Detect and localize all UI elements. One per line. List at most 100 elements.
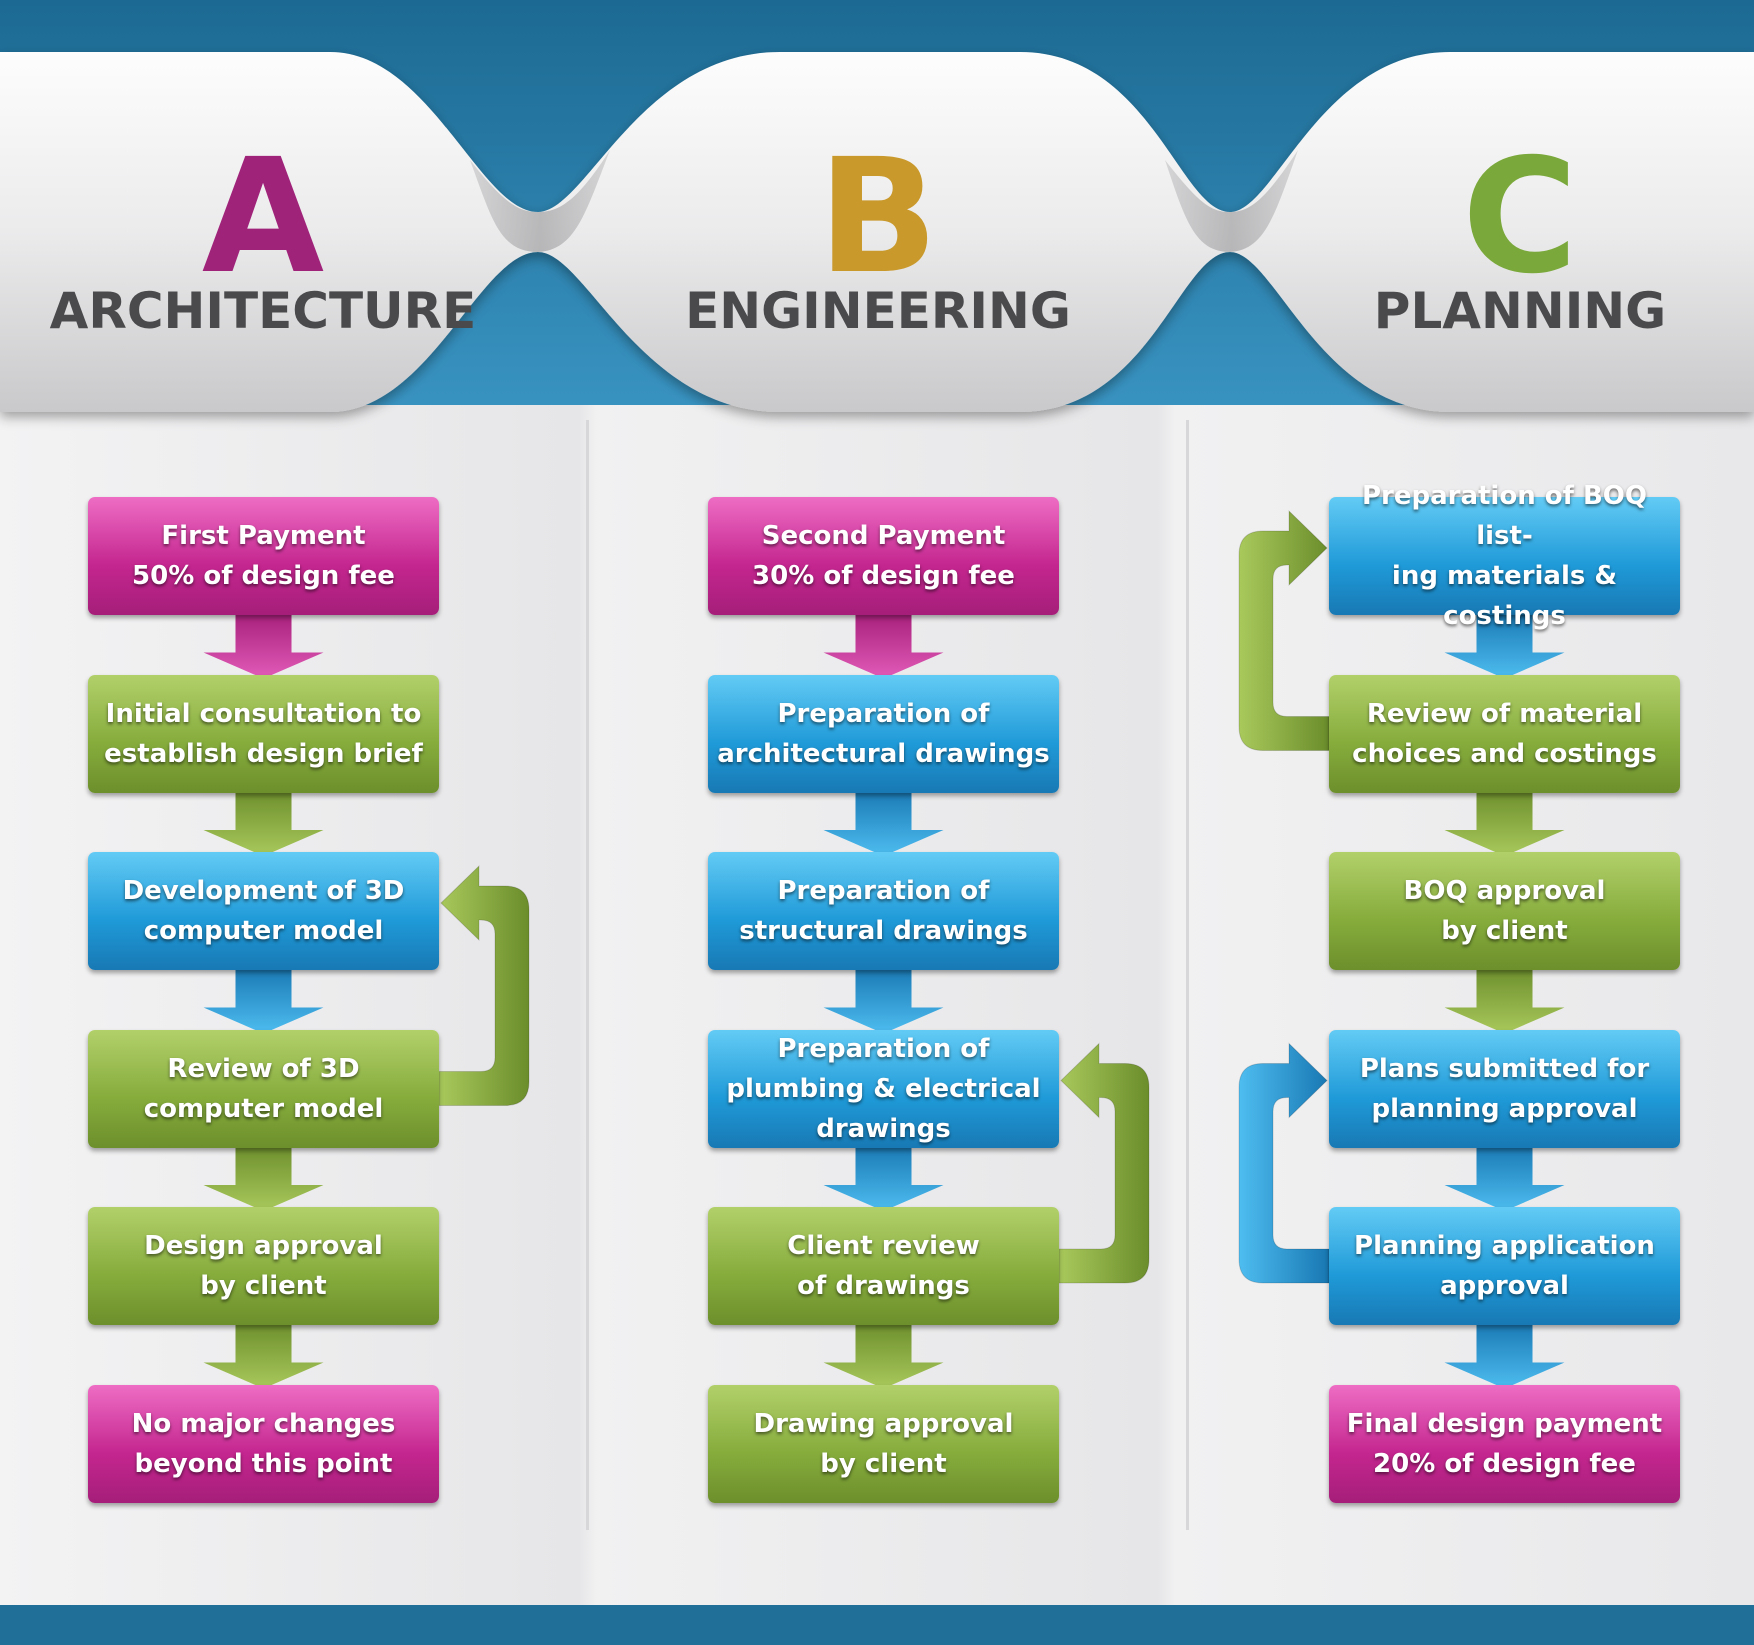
down-arrow-b-2 [823,788,944,856]
column-divider-2 [1186,420,1189,1530]
step-line: No major changes [131,1408,396,1439]
down-arrow-a-2 [203,788,324,856]
step-line: Drawing approval [753,1408,1014,1439]
down-arrow-c-1 [1444,611,1565,679]
step-line: choices and costings [1352,738,1657,769]
step-line: Review of material [1366,698,1643,729]
step-line: planning approval [1371,1093,1638,1124]
step-line: Initial consultation to [105,698,422,729]
step-line: beyond this point [134,1448,393,1479]
ribbon-twist-2 [1165,150,1298,252]
column-c-step-2: Review of material choices and costings [1329,674,1680,793]
step-line: Preparation of BOQ list- [1361,481,1648,551]
step-line: by client [1441,916,1568,946]
step-text: Drawing approval by client [754,1404,1014,1484]
loops-layer [438,509,1330,1284]
step-line: approval [1440,1271,1569,1301]
column-c-step-6: Final design payment 20% of design fee [1329,1384,1680,1503]
loop-arrow-c-2-to-1 [1238,509,1330,751]
column-b-letter: B [817,125,939,309]
step-text: Review of 3D computer model [144,1049,384,1129]
column-c-step-4: Plans submitted for planning approval [1329,1029,1680,1148]
column-a-step-4: Review of 3D computer model [88,1029,439,1148]
step-line: Development of 3D [122,876,405,906]
step-line: architectural drawings [717,738,1050,769]
step-line: First Payment [161,521,366,551]
column-a-title: ARCHITECTURE [49,282,477,340]
column-c-title: PLANNING [1373,282,1667,340]
column-b-step-5: Client review of drawings [708,1207,1059,1325]
ribbon-twist-1 [470,150,610,252]
step-text: BOQ approval by client [1404,871,1606,951]
column-a-step-5: Design approval by client [88,1207,439,1325]
ribbon [0,52,1754,412]
down-arrow-c-3 [1444,966,1565,1034]
down-arrow-a-1 [203,611,324,679]
bottom-bar [0,1605,1754,1645]
step-text: First Payment 50% of design fee [132,516,395,596]
column-c-step-3: BOQ approval by client [1329,852,1680,970]
step-line: of drawings [797,1271,970,1301]
column-c-step-5: Planning application approval [1329,1207,1680,1325]
column-b-step-6: Drawing approval by client [708,1384,1059,1503]
loop-arrow-b-5-to-4 [1058,1042,1150,1284]
step-line: ing materials & costings [1391,561,1618,631]
down-arrow-c-5 [1444,1321,1565,1389]
down-arrow-a-3 [203,966,324,1034]
step-line: plumbing & electrical [726,1073,1041,1104]
step-line: drawings [816,1113,951,1144]
step-line: Design approval [144,1231,383,1261]
step-line: 30% of design fee [752,561,1015,591]
step-text: Review of material choices and costings [1352,694,1657,774]
down-arrow-c-4 [1444,1143,1565,1211]
step-text: Preparation of plumbing & electrical drawi… [726,1029,1040,1149]
down-arrow-c-2 [1444,788,1565,856]
down-arrow-a-4 [203,1143,324,1211]
step-line: by client [200,1271,327,1301]
column-c-step-1: Preparation of BOQ list-ing materials & … [1329,481,1680,631]
step-line: structural drawings [739,916,1028,946]
column-a-letter: A [201,125,325,309]
step-text: Preparation of BOQ list-ing materials & … [1335,476,1674,636]
down-arrow-a-5 [203,1321,324,1389]
step-line: Plans submitted for [1359,1053,1650,1084]
step-text: Development of 3D computer model [123,871,405,951]
step-text: Plans submitted for planning approval [1360,1049,1649,1129]
step-line: by client [820,1448,947,1479]
step-text: Preparation of structural drawings [739,871,1027,951]
step-line: 20% of design fee [1373,1448,1636,1479]
step-line: 50% of design fee [132,561,395,591]
column-c-letter: C [1462,125,1578,309]
down-arrow-b-4 [823,1143,944,1211]
step-line: computer model [143,1093,384,1124]
step-line: Planning application [1354,1231,1655,1261]
column-a-step-1: First Payment 50% of design fee [88,497,439,615]
step-text: Planning application approval [1354,1226,1655,1306]
column-divider-1 [586,420,589,1530]
step-line: Final design payment [1346,1408,1663,1439]
column-b-step-4: Preparation of plumbing & electrical drawi… [708,1029,1059,1149]
step-text: Initial consultation to establish design … [104,694,423,774]
down-arrow-b-5 [823,1321,944,1389]
step-line: Client review [787,1231,980,1261]
step-line: computer model [143,916,384,946]
connectors-layer [203,611,1565,1389]
down-arrow-b-3 [823,966,944,1034]
column-a-step-6: No major changes beyond this point [88,1384,439,1503]
column-a-step-2: Initial consultation to establish design … [88,674,439,793]
column-b-step-3: Preparation of structural drawings [708,852,1059,970]
down-arrow-b-1 [823,611,944,679]
column-b-title: ENGINEERING [685,282,1071,340]
step-line: BOQ approval [1403,876,1606,906]
step-line: establish design brief [104,738,423,769]
step-line: Preparation of [777,876,990,906]
step-line: Preparation of [777,1033,990,1064]
step-line: Review of 3D [167,1053,360,1084]
loop-arrow-a-4-to-3 [438,864,530,1106]
step-text: Final design payment 20% of design fee [1347,1404,1662,1484]
